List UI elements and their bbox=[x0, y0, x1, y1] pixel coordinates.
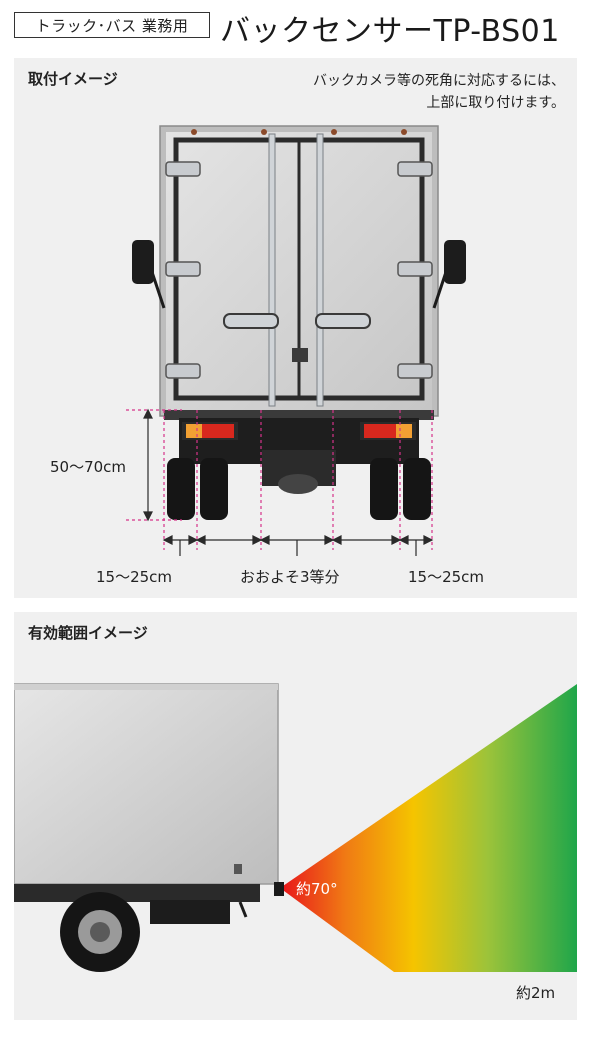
range-panel: 有効範囲イメージ bbox=[14, 612, 577, 1020]
right-offset-label: 15〜25cm bbox=[408, 568, 485, 586]
left-offset-label: 15〜25cm bbox=[96, 568, 173, 586]
truck-rear-illustration bbox=[126, 125, 466, 556]
angle-label: 約70° bbox=[296, 880, 338, 898]
mounting-note-line2: 上部に取り付けます。 bbox=[426, 95, 565, 111]
product-title: バックセンサーTP-BS01 bbox=[220, 14, 560, 49]
mounting-panel: 取付イメージ バックカメラ等の死角に対応するには、 上部に取り付けます。 bbox=[14, 58, 577, 598]
mounting-note: バックカメラ等の死角に対応するには、 上部に取り付けます。 bbox=[313, 70, 565, 114]
center-spacing-label: おおよそ3等分 bbox=[240, 568, 340, 586]
usage-badge: トラック･バス 業務用 bbox=[14, 12, 210, 38]
range-label: 有効範囲イメージ bbox=[28, 624, 148, 642]
truck-side-illustration bbox=[14, 683, 577, 972]
mounting-note-line1: バックカメラ等の死角に対応するには、 bbox=[313, 73, 565, 89]
distance-label: 約2m bbox=[516, 984, 556, 1002]
height-dimension-label: 50〜70cm bbox=[50, 458, 127, 476]
header: トラック･バス 業務用 バックセンサーTP-BS01 bbox=[0, 0, 590, 52]
mounting-label: 取付イメージ bbox=[28, 70, 118, 88]
